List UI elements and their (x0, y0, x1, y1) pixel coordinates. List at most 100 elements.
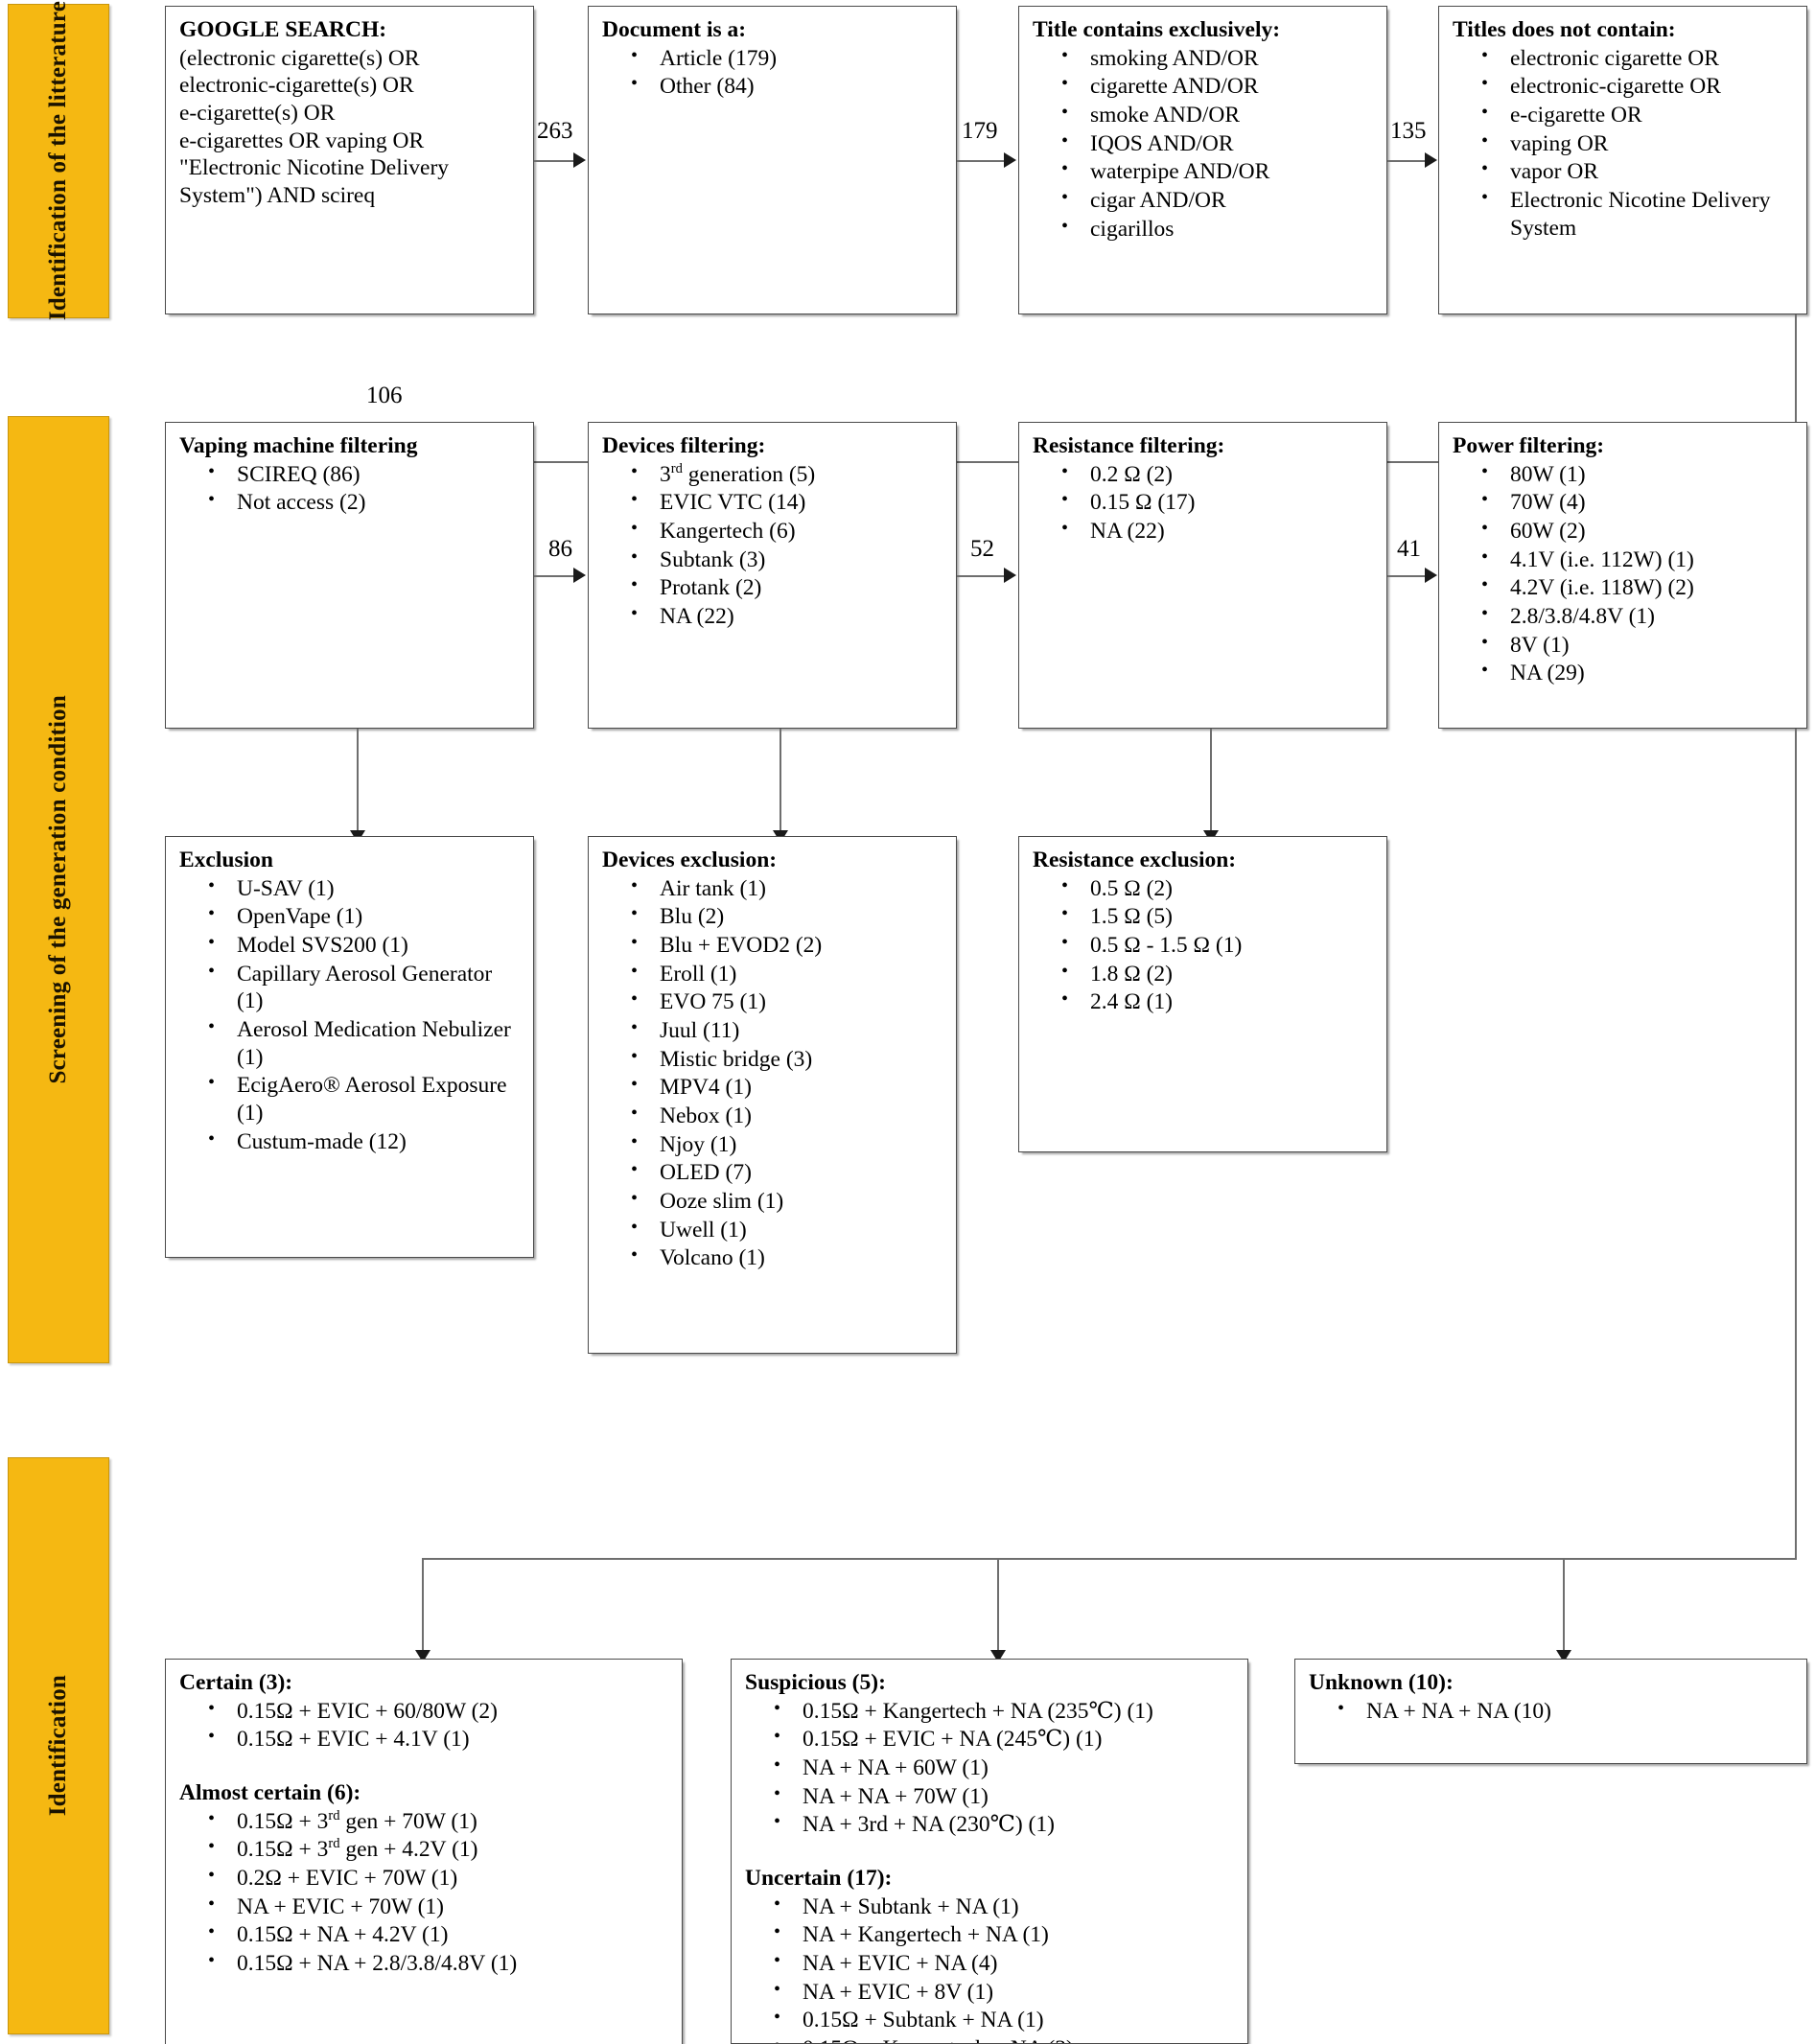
list-item: Custum-made (12) (208, 1127, 522, 1156)
list-item: OpenVape (1) (208, 902, 522, 931)
box-power-filtering-list: 80W (1) 70W (4) 60W (2) 4.1V (i.e. 112W)… (1453, 460, 1795, 687)
connector-179 (957, 160, 1006, 162)
box-google-search-body: (electronic cigarette(s) OR electronic-c… (179, 45, 450, 208)
stage-label-identification-literature: Identification of the litterature (45, 1, 71, 321)
stage-bar-identification: Identification (8, 1457, 109, 2034)
connector-suspicious-drop (997, 1558, 999, 1656)
list-item: Mistic bridge (3) (631, 1045, 944, 1074)
list-item: IQOS AND/OR (1061, 129, 1375, 158)
box-almost-certain-title: Almost certain (6): (179, 1779, 361, 1805)
list-item: waterpipe AND/OR (1061, 157, 1375, 186)
stage-bar-screening: Screening of the generation condition (8, 416, 109, 1363)
arrow-52 (1004, 568, 1016, 583)
list-item: 0.15Ω + EVIC + 4.1V (1) (208, 1725, 670, 1754)
list-item: 1.5 Ω (5) (1061, 902, 1375, 931)
list-item: NA + 3rd + NA (230℃) (1) (774, 1810, 1236, 1839)
edge-label-135: 135 (1390, 118, 1427, 144)
list-item: electronic cigarette OR (1481, 44, 1795, 73)
list-item: 0.5 Ω - 1.5 Ω (1) (1061, 931, 1375, 960)
list-item: 3rd generation (5) (631, 460, 944, 489)
connector-row1-to-row2-vertical-right (1795, 314, 1797, 463)
list-item: 0.15Ω + NA + 2.8/3.8/4.8V (1) (208, 1949, 670, 1978)
list-item: U-SAV (1) (208, 874, 522, 903)
box-title-contains-list: smoking AND/OR cigarette AND/OR smoke AN… (1033, 44, 1375, 244)
list-item: NA + EVIC + 70W (1) (208, 1893, 670, 1921)
arrow-41 (1425, 568, 1437, 583)
list-item: 1.8 Ω (2) (1061, 960, 1375, 988)
list-item: 2.8/3.8/4.8V (1) (1481, 602, 1795, 631)
edge-label-86: 86 (548, 536, 572, 562)
connector-power-filtering-bus-down (1795, 729, 1797, 1560)
list-item: Kangertech (6) (631, 517, 944, 546)
box-devices-exclusion: Devices exclusion: Air tank (1) Blu (2) … (588, 836, 957, 1354)
list-item: SCIREQ (86) (208, 460, 522, 489)
list-item: NA + NA + 70W (1) (774, 1782, 1236, 1811)
edge-label-263: 263 (537, 118, 573, 144)
box-resistance-exclusion: Resistance exclusion: 0.5 Ω (2) 1.5 Ω (5… (1018, 836, 1387, 1152)
box-suspicious: Suspicious (5): 0.15Ω + Kangertech + NA … (731, 1659, 1248, 2044)
list-item: cigar AND/OR (1061, 186, 1375, 215)
box-resistance-filtering-list: 0.2 Ω (2) 0.15 Ω (17) NA (22) (1033, 460, 1375, 546)
list-item: OLED (7) (631, 1158, 944, 1187)
connector-41 (1387, 575, 1426, 577)
list-item: Protank (2) (631, 573, 944, 602)
box-almost-certain-list: 0.15Ω + 3rd gen + 70W (1) 0.15Ω + 3rd ge… (179, 1807, 670, 1978)
box-vaping-machine-list: SCIREQ (86) Not access (2) (179, 460, 522, 517)
list-item: vapor OR (1481, 157, 1795, 186)
list-item: Blu (2) (631, 902, 944, 931)
box-resistance-exclusion-list: 0.5 Ω (2) 1.5 Ω (5) 0.5 Ω - 1.5 Ω (1) 1.… (1033, 874, 1375, 1016)
box-google-search-title: GOOGLE SEARCH: (179, 17, 387, 42)
list-item: 0.15Ω + EVIC + 60/80W (2) (208, 1697, 670, 1726)
box-certain-list: 0.15Ω + EVIC + 60/80W (2) 0.15Ω + EVIC +… (179, 1697, 670, 1754)
arrow-135 (1425, 152, 1437, 168)
list-item: Other (84) (631, 72, 944, 101)
list-item: 70W (4) (1481, 488, 1795, 517)
list-item: EVIC VTC (14) (631, 488, 944, 517)
list-item: vaping OR (1481, 129, 1795, 158)
box-exclusion-list: U-SAV (1) OpenVape (1) Model SVS200 (1) … (179, 874, 522, 1156)
box-exclusion-title: Exclusion (179, 848, 273, 872)
list-item: 0.15Ω + Kangertech + NA (3) (774, 2034, 1236, 2043)
box-exclusion: Exclusion U-SAV (1) OpenVape (1) Model S… (165, 836, 534, 1258)
connector-263 (534, 160, 575, 162)
edge-label-52: 52 (970, 536, 994, 562)
connector-52 (957, 575, 1006, 577)
box-devices-filtering: Devices filtering: 3rd generation (5) EV… (588, 422, 957, 729)
list-item: Blu + EVOD2 (2) (631, 931, 944, 960)
list-item: Eroll (1) (631, 960, 944, 988)
list-item: electronic-cigarette OR (1481, 72, 1795, 101)
list-item: 0.15Ω + 3rd gen + 70W (1) (208, 1807, 670, 1836)
list-item: 4.2V (i.e. 118W) (2) (1481, 573, 1795, 602)
list-item: NA (29) (1481, 659, 1795, 687)
box-resistance-exclusion-title: Resistance exclusion: (1033, 848, 1237, 872)
list-item: EcigAero® Aerosol Exposure (1) (208, 1071, 522, 1127)
list-item: Electronic Nicotine Delivery System (1481, 186, 1795, 242)
box-vaping-machine-filtering: Vaping machine filtering SCIREQ (86) Not… (165, 422, 534, 729)
list-item: NA (22) (631, 602, 944, 631)
box-suspicious-list: 0.15Ω + Kangertech + NA (235℃) (1) 0.15Ω… (745, 1697, 1236, 1839)
edge-label-106: 106 (366, 383, 403, 408)
list-item: Volcano (1) (631, 1243, 944, 1272)
list-item: 0.5 Ω (2) (1061, 874, 1375, 903)
list-item: NA + Subtank + NA (1) (774, 1893, 1236, 1921)
box-devices-exclusion-title: Devices exclusion: (602, 848, 778, 872)
box-resistance-filtering-title: Resistance filtering: (1033, 433, 1225, 458)
connector-unknown-drop (1563, 1558, 1565, 1656)
list-item: cigarette AND/OR (1061, 72, 1375, 101)
list-item: Njoy (1) (631, 1130, 944, 1159)
list-item: Article (179) (631, 44, 944, 73)
box-suspicious-title: Suspicious (5): (745, 1670, 886, 1695)
connector-devices-exclusion-drop (780, 729, 781, 836)
box-resistance-filtering: Resistance filtering: 0.2 Ω (2) 0.15 Ω (… (1018, 422, 1387, 729)
connector-resistance-exclusion-drop (1210, 729, 1212, 836)
list-item: NA + EVIC + 8V (1) (774, 1978, 1236, 2007)
list-item: 4.1V (i.e. 112W) (1) (1481, 546, 1795, 574)
list-item: NA (22) (1061, 517, 1375, 546)
list-item: smoking AND/OR (1061, 44, 1375, 73)
box-titles-not-contain-list: electronic cigarette OR electronic-cigar… (1453, 44, 1795, 243)
box-google-search: GOOGLE SEARCH: (electronic cigarette(s) … (165, 6, 534, 314)
box-certain: Certain (3): 0.15Ω + EVIC + 60/80W (2) 0… (165, 1659, 683, 2044)
box-devices-exclusion-list: Air tank (1) Blu (2) Blu + EVOD2 (2) Ero… (602, 874, 944, 1272)
box-titles-not-contain: Titles does not contain: electronic ciga… (1438, 6, 1807, 314)
connector-certain-drop (422, 1558, 424, 1656)
